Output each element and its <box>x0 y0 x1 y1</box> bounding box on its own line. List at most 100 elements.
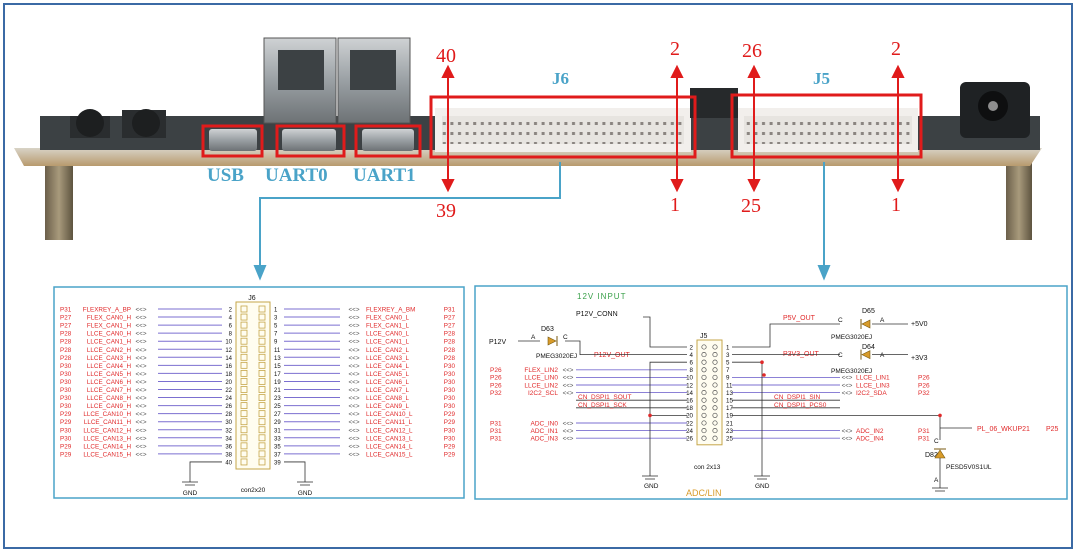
j6-port-symbol-left: <<> <box>135 435 146 442</box>
j6-pin-num-left: 10 <box>225 340 232 346</box>
j5-connector-body <box>696 339 723 446</box>
j6-pin-num-left: 18 <box>225 372 232 378</box>
j6-port-symbol-left: <<> <box>135 443 146 450</box>
j6-page-left: P29 <box>60 451 72 458</box>
j5-port-symbol-left: <<> <box>563 428 574 435</box>
j5-port-symbol-left: <<> <box>563 382 574 389</box>
j6-pin-num-left: 32 <box>225 428 232 434</box>
j6-port-symbol-right: <<> <box>348 443 359 450</box>
j5-pin-pad <box>701 359 707 365</box>
uart1-highlight <box>354 124 422 158</box>
j5-net-right: ADC_IN2 <box>856 428 884 435</box>
j6-port-symbol-right: <<> <box>348 355 359 362</box>
j6-net-left: FLEX_CAN0_H <box>87 315 132 322</box>
j6-page-left: P27 <box>60 315 72 322</box>
j6-pin-num-left: 40 <box>225 460 232 466</box>
j6-port-symbol-right: <<> <box>348 435 359 442</box>
wkup-net: PL_06_WKUP21 <box>977 426 1030 433</box>
j6-net-right: LLCE_CAN13_L <box>366 435 413 442</box>
j6-net-left: LLCE_CAN5_H <box>87 371 132 378</box>
j6-pin-num-right: 13 <box>274 356 281 362</box>
j6-pin-pad <box>240 329 248 337</box>
j6-page-left: P27 <box>60 323 72 330</box>
j5-pin-pad <box>701 405 707 411</box>
j6-net-left: LLCE_CAN7_H <box>87 387 132 394</box>
j6-page-left: P30 <box>60 387 72 394</box>
j5-net-left: ADC_IN0 <box>531 420 559 427</box>
j5-page-right: P31 <box>918 428 930 435</box>
j6-net-right: LLCE_CAN5_L <box>366 371 410 378</box>
j6-pin-num-left: 20 <box>225 380 232 386</box>
d65-label: D65 <box>862 308 875 315</box>
j5-schematic-frame <box>474 285 1068 500</box>
j6-page-left: P28 <box>60 331 72 338</box>
uart0-port <box>282 129 336 151</box>
j5-pin-num-left: 14 <box>686 390 693 397</box>
j6-gnd-left: GND <box>183 490 198 497</box>
j6-port-symbol-left: <<> <box>135 363 146 370</box>
junction-dot <box>938 413 942 418</box>
j6-net-right: LLCE_CAN9_L <box>366 403 410 410</box>
j6-page-left: P29 <box>60 419 72 426</box>
j5-net-left: ADC_IN1 <box>531 428 559 435</box>
j6-part: con2x20 <box>241 487 266 494</box>
p12v-out-wire <box>565 340 687 356</box>
j6-port-symbol-left: <<> <box>135 387 146 394</box>
j6-pin-pad <box>258 426 266 434</box>
j6-pin-pad <box>240 353 248 361</box>
j6-pin-num-right: 27 <box>274 412 281 418</box>
j5-net-right: LLCE_LIN3 <box>856 382 890 389</box>
j6-pin-pad <box>240 369 248 377</box>
j6-port-symbol-right: <<> <box>348 331 359 338</box>
junction-dot <box>762 373 766 377</box>
j6-page-right: P29 <box>444 451 456 458</box>
j6-page-left: P29 <box>60 411 72 418</box>
j5-gnd-wire-right <box>732 361 763 476</box>
j6-page-left: P30 <box>60 403 72 410</box>
j6-port-symbol-right: <<> <box>348 419 359 426</box>
wkup-page: P25 <box>1046 426 1059 433</box>
usb-highlight <box>201 124 264 158</box>
j6-net-left: FLEXREY_A_BP <box>83 307 131 314</box>
j5-pin-pad <box>712 367 718 373</box>
j6-port-symbol-right: <<> <box>348 427 359 434</box>
j5-pin-pad <box>701 390 707 396</box>
ethernet-jacks <box>263 37 411 124</box>
j6-page-right: P30 <box>444 427 456 434</box>
j6-pin-pad <box>240 410 248 418</box>
d63-label: D63 <box>541 326 554 333</box>
component-block <box>690 88 738 118</box>
j6-pin-num-left: 2 <box>229 308 233 314</box>
j6-net-left: LLCE_CAN3_H <box>87 355 132 362</box>
uart1-label: UART1 <box>353 165 416 186</box>
j6-pin-num-right: 31 <box>274 428 281 434</box>
uart0-label: UART0 <box>265 165 328 186</box>
j6-port-symbol-left: <<> <box>135 339 146 346</box>
j6-net-left: LLCE_CAN2_H <box>87 347 132 354</box>
j6-pin-num-right: 25 <box>274 404 281 410</box>
j5-pin-num-right: 17 <box>726 405 733 412</box>
p12v-out-label: P12V_OUT <box>594 352 631 359</box>
j6-page-left: P30 <box>60 371 72 378</box>
j5-pin-num-right: 25 <box>726 436 733 443</box>
j6-net-right: LLCE_CAN4_L <box>366 363 410 370</box>
j6-net-right: FLEXREY_A_BM <box>366 307 415 314</box>
j6-page-right: P27 <box>444 315 456 322</box>
j6-port-symbol-left: <<> <box>135 307 146 314</box>
j6-port-symbol-left: <<> <box>135 347 146 354</box>
usb-label: USB <box>207 165 244 186</box>
j5-net-right: LLCE_LIN1 <box>856 375 890 382</box>
j5-pin-num-right: 23 <box>726 428 733 435</box>
j6-pin-39: 39 <box>436 200 456 222</box>
j5-gnd-right: GND <box>755 483 770 490</box>
j5-pin-pad <box>712 405 718 411</box>
board-photo <box>14 37 1042 240</box>
j6-net-right: LLCE_CAN1_L <box>366 339 410 346</box>
standoff-left <box>45 158 73 240</box>
j6-gnd-wire-left <box>189 461 222 482</box>
j6-page-right: P30 <box>444 371 456 378</box>
wkup-wire <box>732 414 941 440</box>
j6-pin-pad <box>258 458 266 466</box>
j6-pin-40: 40 <box>436 45 456 67</box>
d64-part: PMEG3020EJ <box>831 368 872 375</box>
